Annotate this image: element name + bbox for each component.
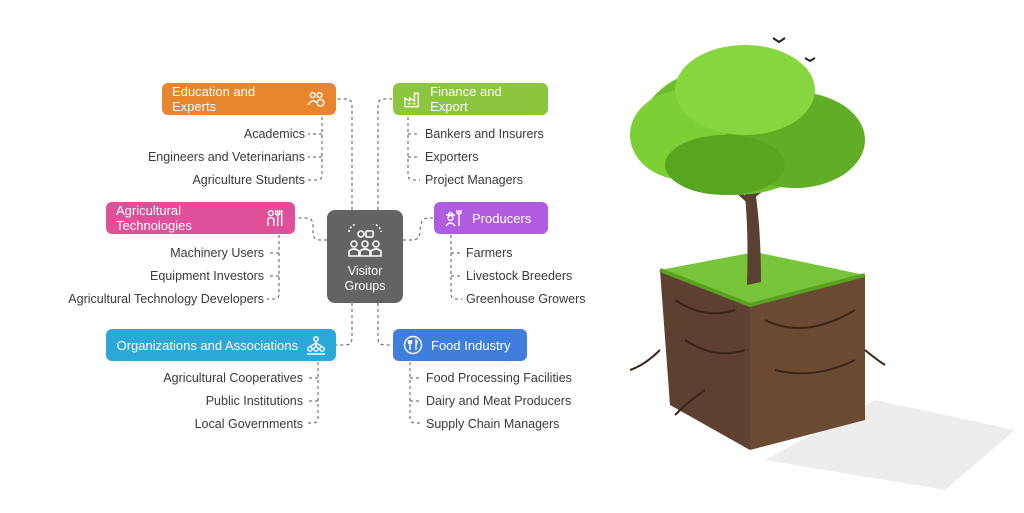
list-item: Academics [243,127,305,141]
visitor-groups-icon [348,223,382,257]
list-item: Engineers and Veterinarians [147,150,305,164]
people-icon [307,92,325,107]
category-agricultural-technologies: Agricultural Technologies [106,202,295,234]
list-item: Farmers [466,246,513,260]
list-item: Machinery Users [170,246,264,260]
category-education-and-experts: Education and Experts [162,83,336,115]
list-item: Public Institutions [205,394,303,408]
list-item: Exporters [425,150,479,164]
list-item: Livestock Breeders [466,269,573,283]
list-item: Supply Chain Managers [426,417,560,431]
utensils-icon [403,335,423,355]
category-label: Education and Experts [172,84,256,114]
center-label: Visitor Groups [344,263,386,293]
list-item: Equipment Investors [150,269,264,283]
factory-icon [404,92,419,108]
list-item: Project Managers [425,173,523,187]
list-item: Greenhouse Growers [466,292,586,306]
category-label: Finance and Export [430,84,502,114]
category-label: Agricultural Technologies [116,203,192,233]
category-producers: Producers [434,202,548,234]
list-item: Dairy and Meat Producers [426,394,572,408]
category-label: Food Industry [431,337,511,353]
center-node: Visitor Groups [327,210,403,303]
category-label: Organizations and Associations [116,337,298,353]
list-item: Agricultural Cooperatives [163,371,303,385]
category-food-industry: Food Industry [393,329,527,361]
tree-on-soil-cube-illustration [629,37,1015,490]
list-item: Local Governments [194,417,303,431]
category-organizations-and-associations: Organizations and Associations [106,329,336,361]
farm-tools-icon [267,209,283,226]
list-item: Agricultural Technology Developers [68,292,264,306]
list-item: Food Processing Facilities [426,371,572,385]
list-item: Bankers and Insurers [425,127,544,141]
farmer-icon [445,210,462,227]
list-item: Agriculture Students [192,173,305,187]
category-label: Producers [472,210,532,226]
category-finance-and-export: Finance and Export [393,83,548,115]
network-icon [307,336,325,355]
